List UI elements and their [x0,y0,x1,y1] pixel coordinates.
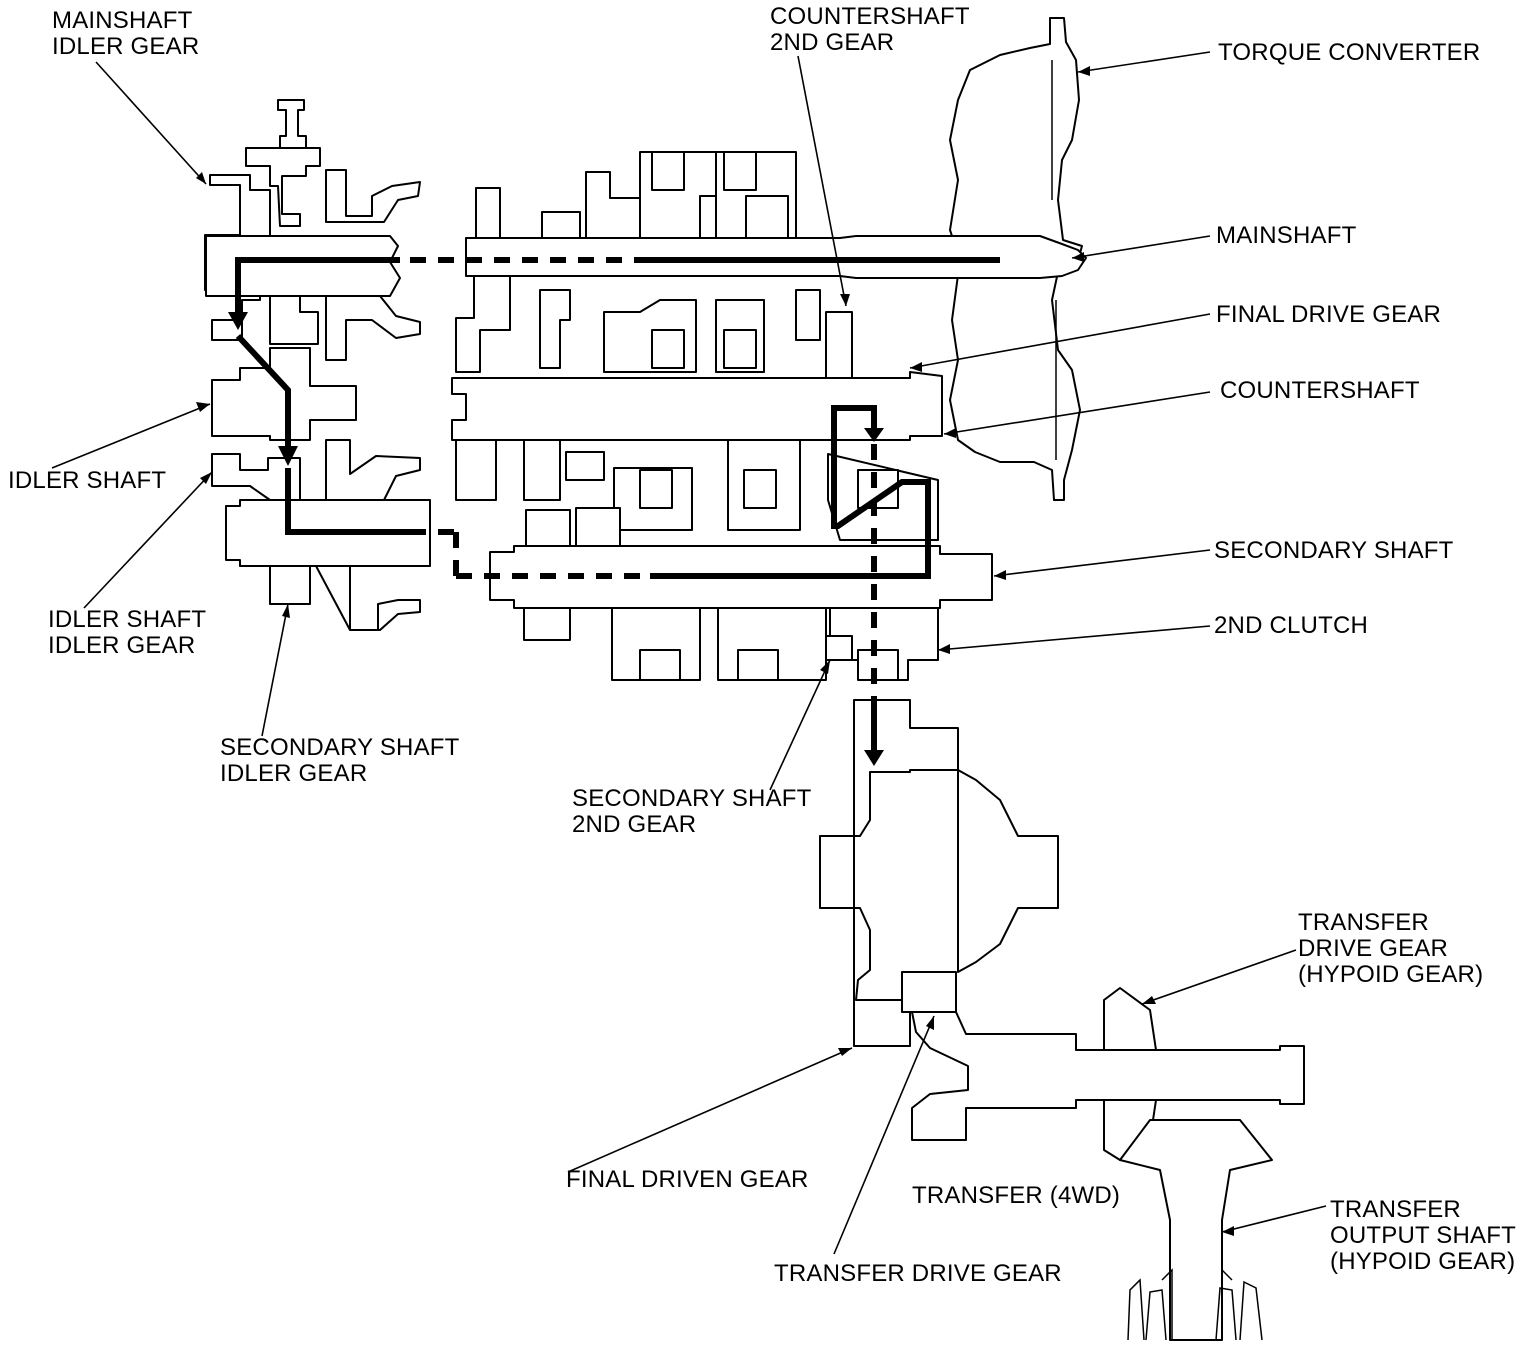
leader-lines [51,51,1327,1255]
transfer-output-flange [1127,1268,1263,1341]
transfer-drive-gear [1103,987,1157,1051]
label-mainshaft-idler-gear: MAINSHAFT IDLER GEAR [52,7,200,60]
label-transfer-drive-gear-hypoid: TRANSFER DRIVE GEAR (HYPOID GEAR) [1298,909,1484,988]
label-transfer-4wd: TRANSFER (4WD) [912,1182,1121,1209]
label-secondary-shaft-idler-gear: SECONDARY SHAFT IDLER GEAR [220,734,460,787]
label-mainshaft: MAINSHAFT [1216,222,1357,249]
idler-shaft-idler-gear [211,453,301,501]
power-flow-path [228,257,1000,766]
label-countershaft-2nd-gear: COUNTERSHAFT 2ND GEAR [770,3,970,56]
secondary-shaft-2nd-gear [825,635,853,661]
final-driven-gear [901,971,957,1013]
countershaft-2nd-gear [825,311,853,379]
label-secondary-shaft: SECONDARY SHAFT [1214,537,1454,564]
label-final-drive-gear: FINAL DRIVE GEAR [1216,301,1442,328]
clutch-plates-upper [651,151,757,191]
label-countershaft: COUNTERSHAFT [1220,377,1420,404]
label-secondary-shaft-2nd-gear: SECONDARY SHAFT 2ND GEAR [572,785,812,838]
transfer-output-gear [1119,1119,1273,1341]
final-drive-gear-body [819,699,959,1047]
differential-case [957,769,1059,973]
label-torque-converter: TORQUE CONVERTER [1218,39,1481,66]
label-transfer-drive-gear: TRANSFER DRIVE GEAR [774,1260,1062,1287]
secondary-shaft-idler-gear [269,565,311,605]
idler-shaft [211,347,357,441]
label-2nd-clutch: 2ND CLUTCH [1214,612,1369,639]
label-idler-shaft: IDLER SHAFT [8,467,167,494]
label-idler-shaft-idler-gear: IDLER SHAFT IDLER GEAR [48,606,207,659]
countershaft [451,371,943,441]
transfer-drive-shaft [911,1011,1305,1141]
mainshaft-left-gear-stack [245,147,321,227]
label-final-driven-gear: FINAL DRIVEN GEAR [566,1166,809,1193]
label-transfer-output-shaft: TRANSFER OUTPUT SHAFT (HYPOID GEAR) [1330,1196,1516,1275]
